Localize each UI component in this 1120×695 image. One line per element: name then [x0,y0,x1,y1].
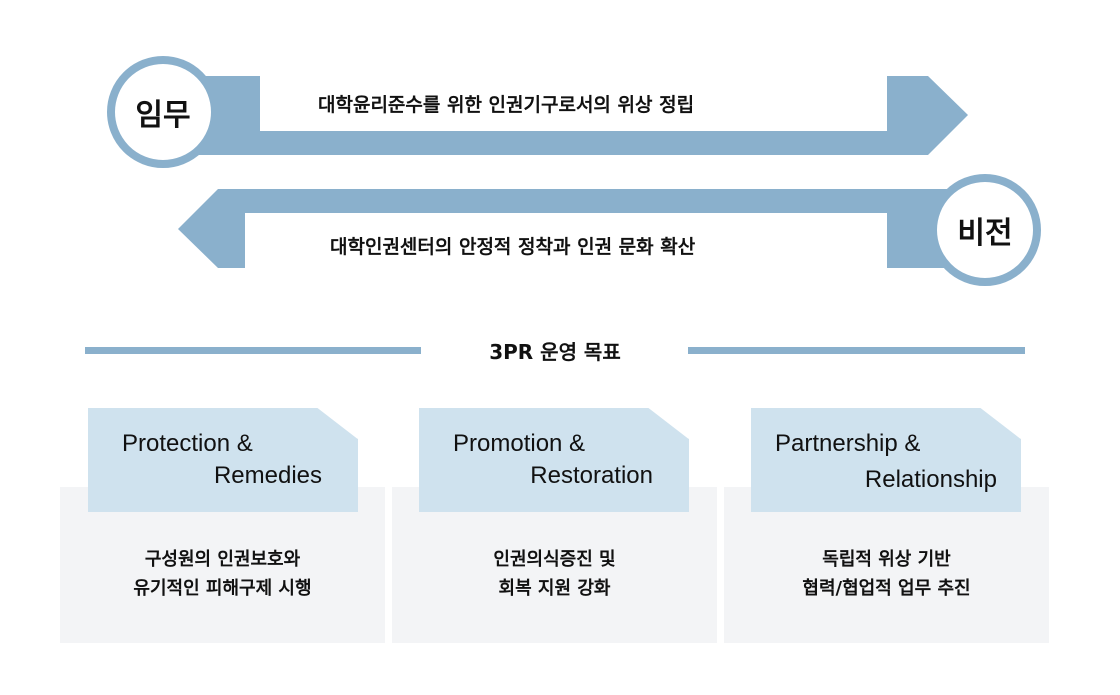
card-title-line1: Promotion & [453,430,586,457]
card-header-partnership: Partnership & Relationship [751,408,1021,512]
vision-text: 대학인권센터의 안정적 정착과 인권 문화 확산 [330,236,696,258]
goals-title: 3PR 운영 목표 [489,340,621,364]
desc-line2: 유기적인 피해구제 시행 [133,578,312,599]
card-title-line2: Relationship [864,466,997,493]
card-desc-1: 구성원의 인권보호와 유기적인 피해구제 시행 [60,545,385,603]
mission-text: 대학윤리준수를 위한 인권기구로서의 위상 정립 [318,94,695,116]
desc-line1: 구성원의 인권보호와 [144,549,301,570]
mission-label: 임무 [135,98,191,133]
card-title-line1: Partnership & [775,430,921,457]
card-bg-3 [724,487,1049,643]
card-bg-2 [392,487,717,643]
divider-left [85,347,421,354]
vision-circle: 비전 [929,174,1041,286]
desc-line1: 독립적 위상 기반 [822,549,951,570]
card-title-line2: Restoration [530,462,653,489]
mission-circle: 임무 [107,56,219,168]
mission-arrow [190,76,968,155]
card-title-line2: Remedies [213,462,322,489]
desc-line1: 인권의식증진 및 [493,549,616,570]
card-title-line1: Protection & [122,430,253,457]
vision-arrow [178,189,980,268]
card-header-protection: Protection & Remedies [88,408,358,512]
desc-line2: 협력/협업적 업무 추진 [802,578,971,599]
card-desc-3: 독립적 위상 기반 협력/협업적 업무 추진 [724,545,1049,603]
card-bg-1 [60,487,385,643]
desc-line2: 회복 지원 강화 [498,578,611,599]
card-header-promotion: Promotion & Restoration [419,408,689,512]
divider-right [688,347,1025,354]
vision-label: 비전 [957,216,1013,251]
card-desc-2: 인권의식증진 및 회복 지원 강화 [392,545,717,603]
